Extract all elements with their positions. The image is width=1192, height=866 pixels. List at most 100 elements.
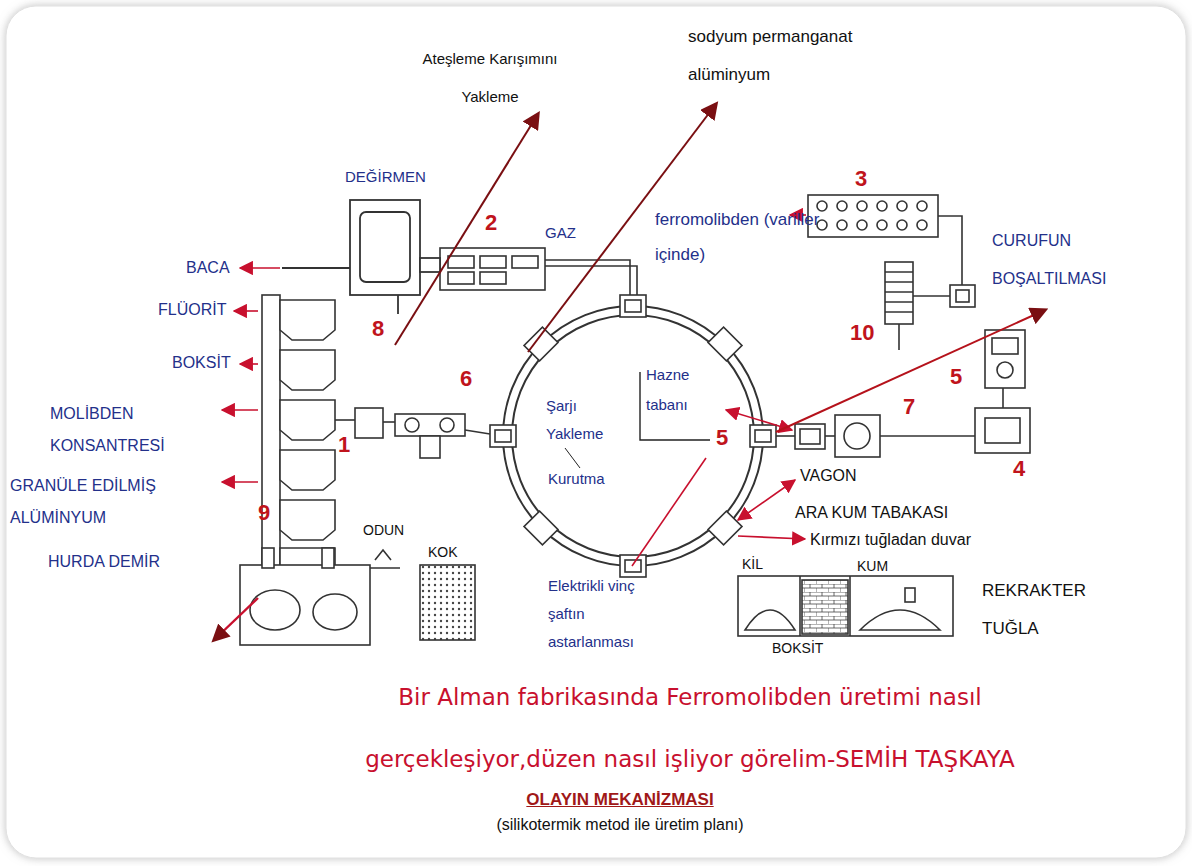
ferromolibden-drums <box>808 195 938 237</box>
ring-station <box>490 425 516 447</box>
slag-line <box>985 418 1020 443</box>
raw-material-bins <box>335 419 355 421</box>
ferromolibden-drums <box>950 285 975 307</box>
gas-unit <box>440 248 545 290</box>
leader-arrow <box>726 410 792 430</box>
raw-material-bins <box>280 300 335 340</box>
mill <box>420 258 440 272</box>
leader-arrow <box>738 536 805 539</box>
part-label: VAGON <box>800 466 857 485</box>
ring-station <box>495 430 511 442</box>
material-label: MOLİBDEN KONSANTRESİ <box>50 398 190 462</box>
ferromolibden-drums <box>857 201 867 211</box>
ring-station <box>620 295 646 317</box>
ring-station <box>708 511 742 545</box>
kiln-ring <box>503 306 763 566</box>
callout-number: 9 <box>258 500 270 526</box>
ferromolibden-drums <box>917 220 927 230</box>
ring-station <box>708 327 742 361</box>
part-label: GAZ <box>545 224 576 242</box>
raw-material-bins <box>280 450 335 490</box>
slag-line <box>795 424 825 449</box>
ferromolibden-drums <box>817 201 827 211</box>
gas-unit <box>480 256 506 268</box>
slag-line <box>835 415 880 457</box>
leader-arrow <box>240 267 280 269</box>
mill <box>282 200 440 314</box>
ring-station <box>750 425 776 447</box>
material-label: sodyum permanganat alüminyum <box>688 18 888 94</box>
ring-station <box>625 300 641 312</box>
material-label: BOKSİT <box>172 353 231 372</box>
ring-station <box>625 560 641 572</box>
mixer-conveyor <box>440 418 454 432</box>
page-title: Bir Alman fabrikasında Ferromolibden üre… <box>290 666 1090 790</box>
raw-material-bins <box>355 408 383 438</box>
gas-unit <box>440 248 545 290</box>
callout-number: 2 <box>485 210 497 236</box>
leader-arrow <box>738 480 795 520</box>
product-label: ferromolibden (variller içinde) <box>655 202 820 272</box>
callout-pointer <box>395 114 538 345</box>
ring-station <box>524 511 558 545</box>
gas-unit <box>448 272 474 284</box>
mill <box>350 200 420 295</box>
leader-arrow <box>222 215 806 566</box>
callout-number: 6 <box>460 366 472 392</box>
ferromolibden-drums <box>837 220 847 230</box>
ferromolibden-drums <box>897 201 907 211</box>
callout-number: 4 <box>1013 456 1025 482</box>
material-label: KOK <box>428 544 458 561</box>
diagram-caption: OLAYIN MEKANİZMASI <box>526 790 713 810</box>
fuel-storage <box>262 548 274 568</box>
kiln-ring <box>503 306 763 566</box>
raw-material-bins <box>262 295 395 595</box>
callout-number: 5 <box>716 425 728 451</box>
leader-arrow <box>222 481 258 483</box>
leader-arrow <box>222 409 258 411</box>
fuel-storage <box>322 548 334 568</box>
leader-arrow <box>632 458 706 566</box>
mill <box>360 212 410 282</box>
material-label: ODUN <box>363 522 404 539</box>
gas-unit <box>512 256 538 268</box>
mixer-conveyor <box>395 414 490 458</box>
ring-station <box>524 327 558 361</box>
ring-station <box>755 430 771 442</box>
fuel-storage <box>313 594 357 630</box>
material-label: REKRAKTER TUĞLA <box>982 572 1122 648</box>
raw-material-bins <box>280 500 335 540</box>
leader-arrow <box>234 310 258 312</box>
ferromolibden-drums <box>913 295 950 297</box>
part-label: DEĞİRMEN <box>345 168 426 186</box>
gas-pipe <box>545 260 637 295</box>
mill <box>397 295 399 314</box>
leader-arrow <box>240 363 258 365</box>
callout-number: 8 <box>372 316 384 342</box>
material-label: KİL <box>742 556 763 573</box>
fuel-storage <box>370 550 400 568</box>
ring-station <box>620 555 646 577</box>
subtitle-note: (silikotermik metod ile üretim planı) <box>496 815 743 834</box>
fuel-storage <box>240 565 370 645</box>
process-label: Kurutma <box>548 470 605 488</box>
callout-number: 5 <box>950 364 962 390</box>
ferromolibden-drums <box>877 220 887 230</box>
slag-line <box>975 408 1030 453</box>
callout-pointer <box>214 598 258 640</box>
material-pits <box>802 580 848 634</box>
material-label: GRANÜLE EDİLMİŞ ALÜMİNYUM <box>10 470 190 534</box>
slag-line <box>985 330 1025 388</box>
ferromolibden-drums <box>917 201 927 211</box>
callout-pointer <box>214 104 1045 640</box>
material-pits <box>738 576 953 636</box>
slag-line <box>800 429 820 444</box>
ferromolibden-drums <box>898 324 900 350</box>
material-pits <box>799 576 801 636</box>
ferromolibden-drums <box>877 201 887 211</box>
slag-line <box>776 435 795 437</box>
raw-material-bins <box>383 421 395 423</box>
slag-line <box>997 362 1013 378</box>
callout-number: 7 <box>903 394 915 420</box>
